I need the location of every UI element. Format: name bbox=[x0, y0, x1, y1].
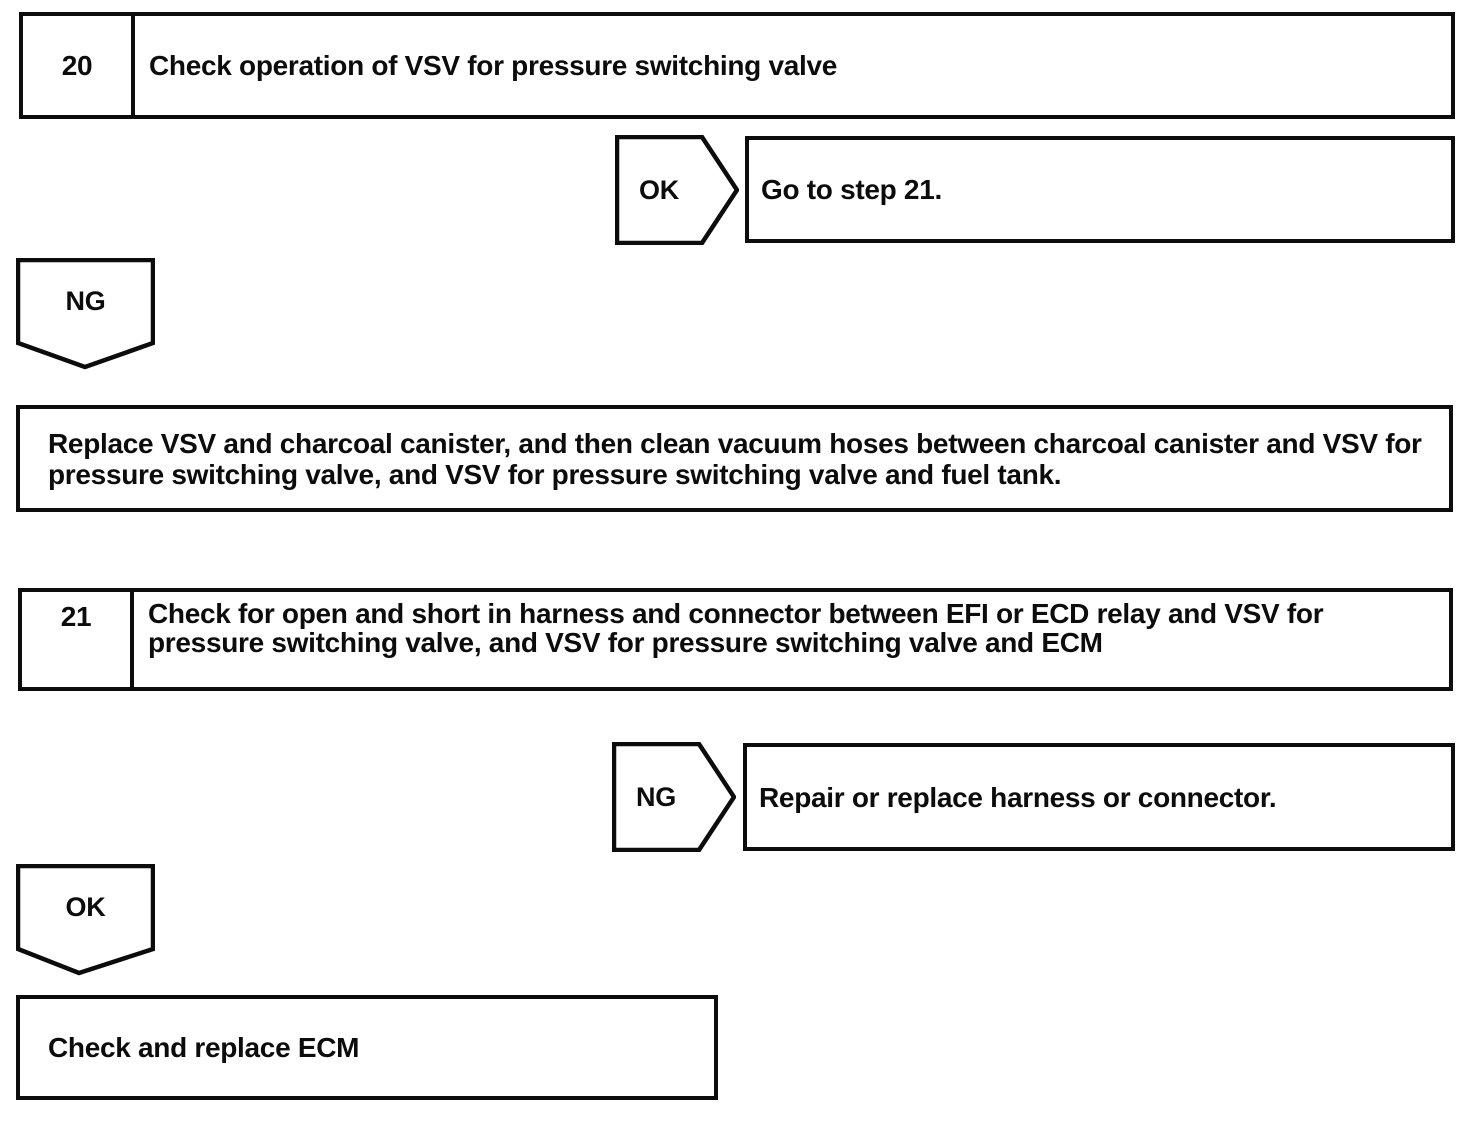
ok-result-text-step-20: Go to step 21. bbox=[761, 174, 942, 205]
ng-arrow-label: NG bbox=[636, 781, 676, 812]
ok-result-text-step-21: Check and replace ECM bbox=[48, 1032, 360, 1063]
ok-arrow-right-step-20: OK bbox=[615, 135, 739, 245]
pentagon-down-icon bbox=[16, 864, 155, 976]
ok-arrow-label: OK bbox=[65, 891, 106, 922]
pentagon-right-icon bbox=[612, 742, 736, 852]
ng-result-box-step-21: Repair or replace harness or connector. bbox=[743, 743, 1455, 851]
step-20-title: Check operation of VSV for pressure swit… bbox=[135, 16, 1451, 115]
step-21-title: Check for open and short in harness and … bbox=[134, 592, 1449, 687]
ok-arrow-label: OK bbox=[639, 174, 679, 205]
step-21-number-cell: 21 bbox=[22, 592, 134, 687]
ok-result-box-step-20: Go to step 21. bbox=[745, 136, 1455, 243]
ng-arrow-label: NG bbox=[65, 285, 106, 316]
ng-result-box-step-20: Replace VSV and charcoal canister, and t… bbox=[16, 405, 1453, 512]
step-20-title-text: Check operation of VSV for pressure swit… bbox=[149, 50, 838, 81]
pentagon-down-icon bbox=[16, 258, 155, 370]
ok-result-box-step-21: Check and replace ECM bbox=[16, 995, 718, 1100]
pentagon-right-icon bbox=[615, 135, 739, 245]
ok-arrow-down-step-21: OK bbox=[16, 864, 155, 976]
ng-result-text-step-21: Repair or replace harness or connector. bbox=[759, 781, 1277, 813]
step-20-number-cell: 20 bbox=[23, 16, 135, 115]
step-21-number: 21 bbox=[60, 601, 92, 632]
step-20-number: 20 bbox=[61, 49, 93, 81]
step-21-header-box: 21 Check for open and short in harness a… bbox=[18, 588, 1453, 691]
ng-result-text-step-20: Replace VSV and charcoal canister, and t… bbox=[48, 427, 1422, 490]
ng-arrow-right-step-21: NG bbox=[612, 742, 736, 852]
step-20-header-box: 20 Check operation of VSV for pressure s… bbox=[19, 12, 1455, 119]
step-21-title-text: Check for open and short in harness and … bbox=[148, 598, 1324, 658]
ng-arrow-down-step-20: NG bbox=[16, 258, 155, 370]
